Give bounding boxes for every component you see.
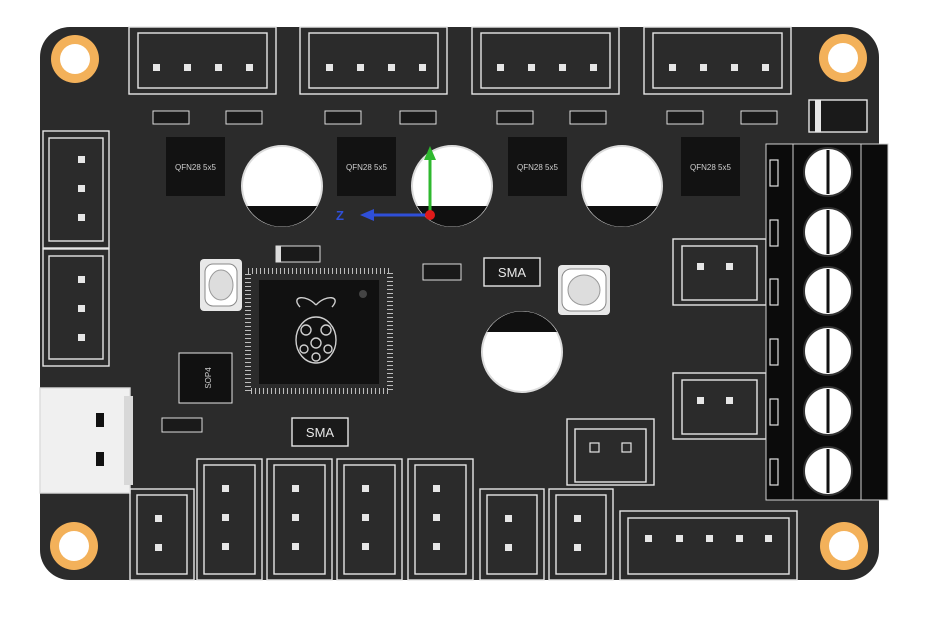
tactile-button-2 [558,265,610,315]
axis-z-arrow [360,209,374,221]
capacitor-4 [481,311,563,393]
smd-diode-mcu-top [275,245,321,263]
connector-bottom-pins [155,485,772,551]
sop4-chip: SOP4 [178,352,233,404]
smd-row-top [152,110,778,125]
connector-bottom-6 [479,488,545,581]
connector-bottom-5 [407,458,474,581]
connector-bottom-1 [129,488,195,581]
connector-top-2 [299,26,448,95]
connector-bottom-3 [266,458,333,581]
sop4-label: SOP4 [204,367,213,389]
mounting-hole-top-left [51,35,99,83]
smd-resistor-middle [422,263,462,281]
mounting-hole-bottom-right [820,522,868,570]
connector-top-4 [643,26,792,95]
connector-bottom-4 [336,458,403,581]
axis-origin [425,210,435,220]
qfn-chip-4: QFN28 5x5 [681,137,740,196]
capacitor-1 [241,145,323,227]
qfn-chip-3-label: QFN28 5x5 [517,163,558,172]
sma-diode-1: SMA [483,257,541,287]
connector-bottom-5pin [619,510,798,581]
axis-z-label: Z [336,208,344,223]
qfn-chip-2-label: QFN28 5x5 [346,163,387,172]
smd-resistor-bottom-left [161,417,203,433]
qfn-chip-3: QFN28 5x5 [508,137,567,196]
connector-bottom-2 [196,458,263,581]
mounting-hole-bottom-left [50,522,98,570]
screw-6 [803,446,853,496]
sma-diode-1-label: SMA [498,265,527,280]
connector-bottom-7 [548,488,614,581]
raspberry-pi-logo-icon [295,297,337,364]
screw-3 [803,266,853,316]
screw-2 [803,207,853,257]
connector-top-3 [471,26,620,95]
tactile-button-1 [200,259,242,311]
connector-left-2 [42,248,110,367]
capacitor-2 [411,145,493,227]
usb-connector [39,387,133,494]
diode-top-right [808,99,868,133]
screw-1 [803,147,853,197]
axis-gizmo: Z [336,146,436,223]
pcb-board [40,27,879,580]
qfn-chip-2: QFN28 5x5 [337,137,396,196]
connector-left-pins [78,156,85,341]
mcu-chip [245,268,393,394]
connector-top-pins [153,64,769,71]
mounting-hole-top-right [819,34,867,82]
connector-bottom-middle-2pin [566,418,655,486]
screw-5 [803,386,853,436]
sma-diode-2-label: SMA [306,425,335,440]
qfn-chip-1-label: QFN28 5x5 [175,163,216,172]
sma-diode-2: SMA [291,417,349,447]
qfn-chip-4-label: QFN28 5x5 [690,163,731,172]
screw-4 [803,326,853,376]
connector-top-1 [128,26,277,95]
capacitor-3 [581,145,663,227]
screw-terminal-block [765,143,889,501]
connector-left-1 [42,130,110,249]
qfn-chip-1: QFN28 5x5 [166,137,225,196]
axis-y-arrow [424,146,436,160]
